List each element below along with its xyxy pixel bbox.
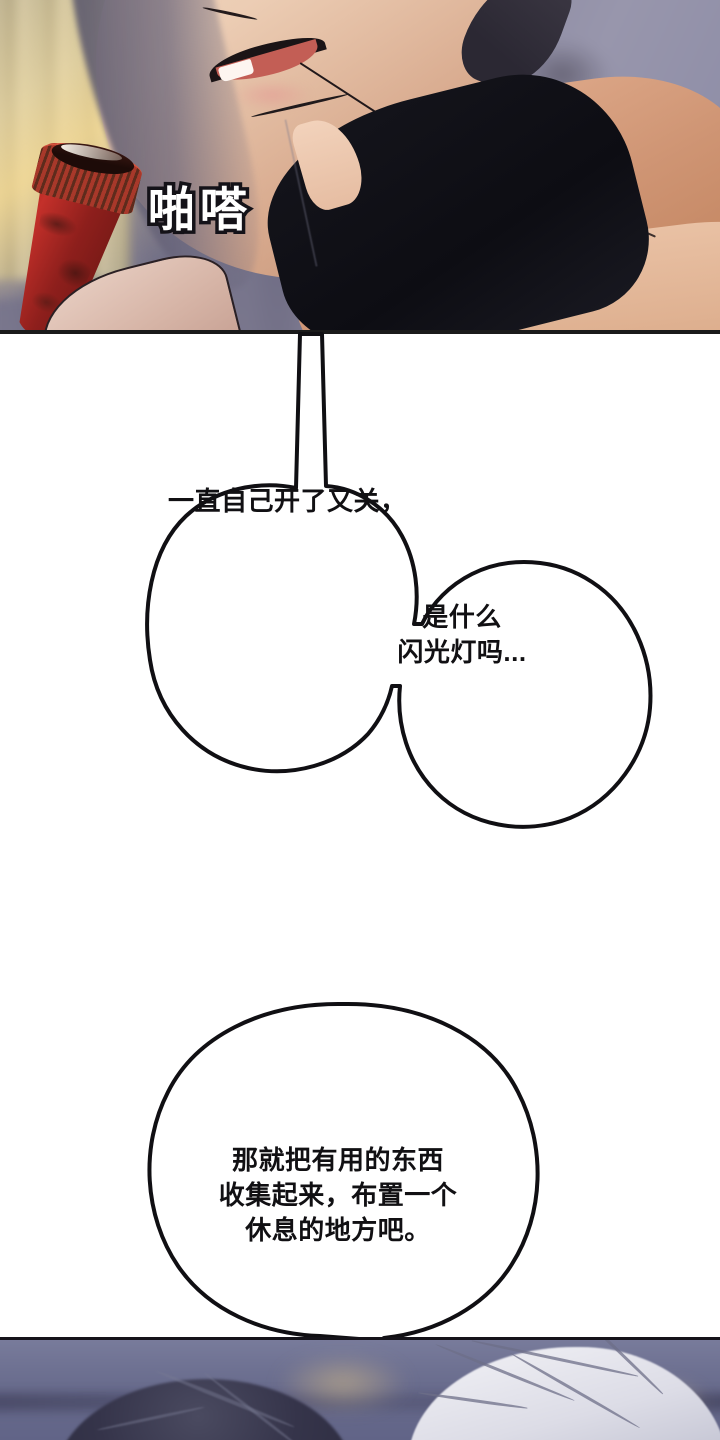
speech-bubble-area: 一直自己开了又关， 是什么 闪光灯吗... 那就把有用的东西 收集起来，布置一个… [0, 332, 720, 1380]
sound-effect-text: 啪嗒 [145, 183, 252, 237]
bubble-1-2-outline [145, 332, 653, 829]
panel-bottom [0, 1337, 720, 1440]
speech-bubble-shapes [145, 332, 653, 1380]
bubble-1-text: 一直自己开了又关， [168, 486, 407, 516]
panel-top: 啪嗒 [0, 0, 720, 334]
bubble-3-text: 那就把有用的东西 收集起来，布置一个 休息的地方吧。 [218, 1145, 458, 1245]
bubble-2-text: 是什么 闪光灯吗... [397, 602, 527, 667]
